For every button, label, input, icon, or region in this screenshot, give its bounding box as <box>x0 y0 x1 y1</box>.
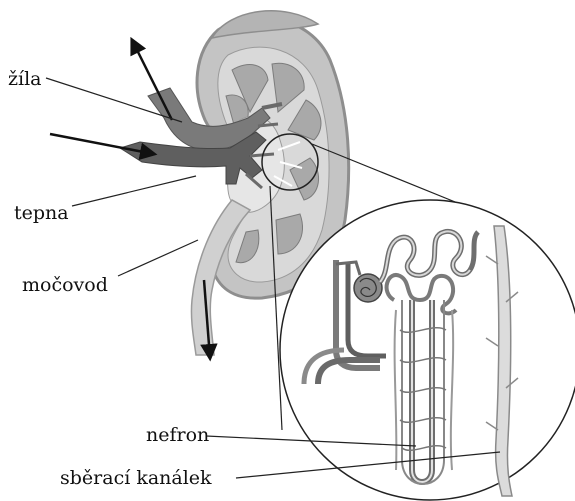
ureter-leader-line <box>118 240 198 276</box>
label-vein: žíla <box>8 70 42 89</box>
label-nephron: nefron <box>146 426 209 445</box>
zoom-detail-circle <box>280 200 575 500</box>
label-collecting-duct: sběrací kanálek <box>60 469 212 488</box>
label-ureter: močovod <box>22 276 108 295</box>
label-artery: tepna <box>14 204 69 223</box>
artery-leader-line <box>72 176 196 206</box>
